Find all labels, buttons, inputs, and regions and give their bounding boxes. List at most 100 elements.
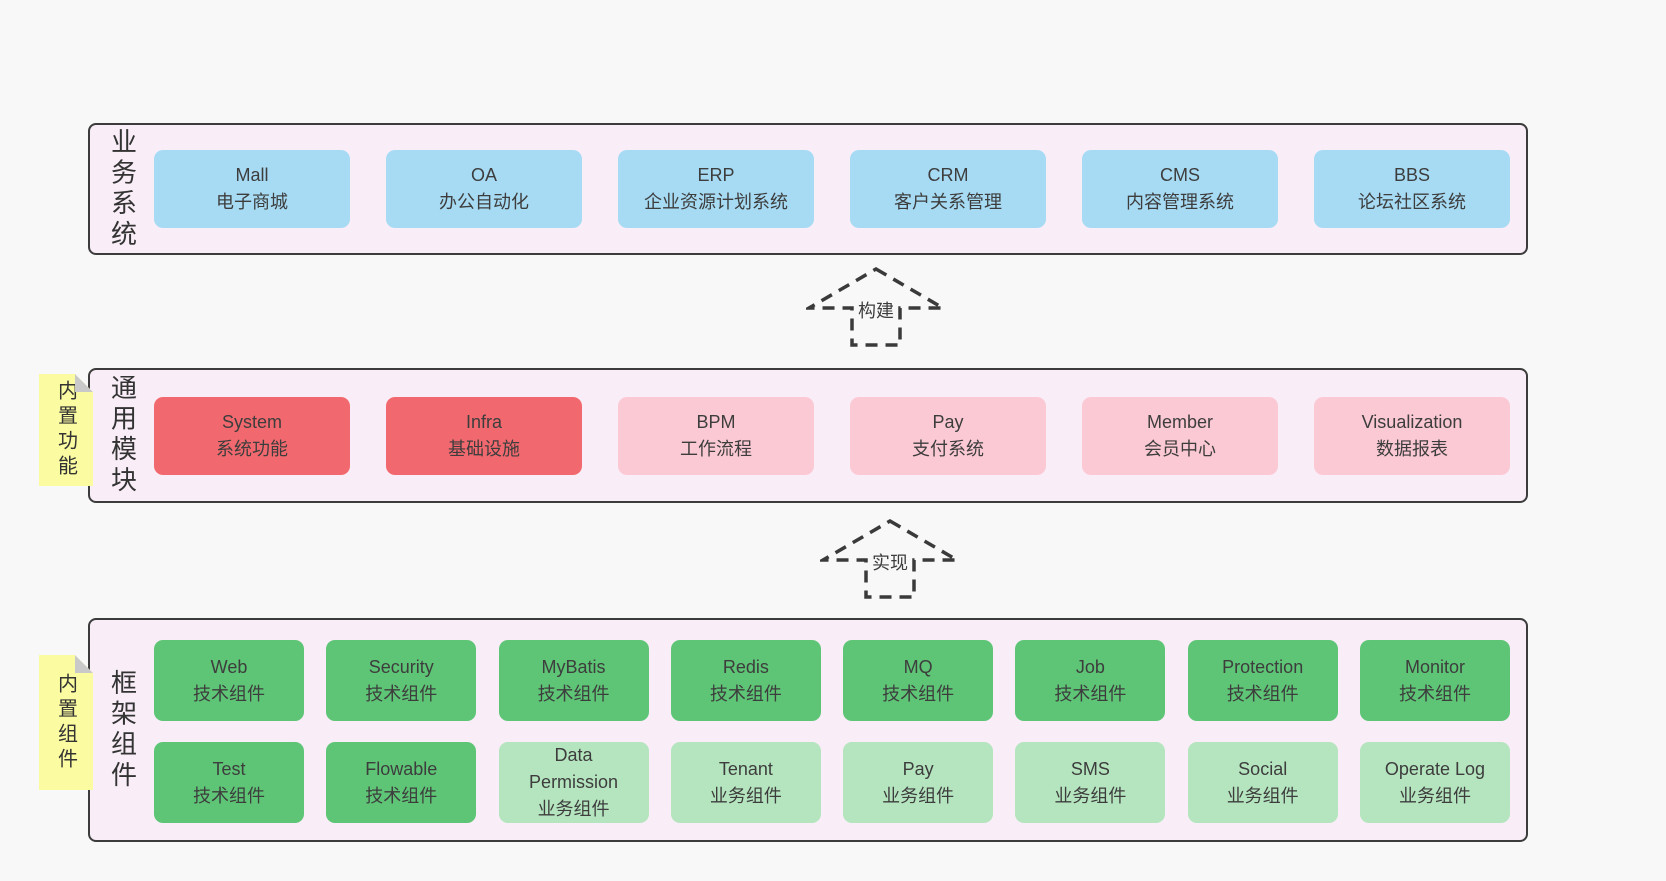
arrow-implement: 实现	[820, 518, 960, 600]
box-security-subtitle: 技术组件	[365, 683, 438, 704]
box-operate-log: Operate Log 业务组件	[1359, 742, 1510, 823]
box-infra: Infra 基础设施	[386, 396, 582, 475]
box-member-title: Member	[1146, 411, 1213, 432]
components-row-2: Test 技术组件 Flowable 技术组件 Data Permission …	[154, 742, 1510, 823]
box-web-subtitle: 技术组件	[193, 683, 265, 704]
box-mall-title: Mall	[235, 165, 269, 185]
box-sms-title: SMS	[1070, 758, 1110, 779]
box-pay-component-title: Pay	[902, 758, 934, 779]
box-mq-title: MQ	[903, 656, 933, 677]
box-monitor-title: Monitor	[1404, 656, 1465, 677]
panel-modules-side-label: 通用模块	[107, 374, 138, 497]
box-pay-module: Pay 支付系统	[850, 396, 1046, 475]
box-mybatis-subtitle: 技术组件	[537, 683, 610, 704]
sticky-built-in-components: 内置组件	[39, 655, 93, 790]
box-social: Social 业务组件	[1187, 742, 1338, 823]
box-system-subtitle: 系统功能	[216, 438, 288, 459]
arrow-build-label: 构建	[854, 296, 898, 324]
box-infra-subtitle: 基础设施	[448, 438, 520, 459]
box-redis-subtitle: 技术组件	[709, 683, 782, 704]
box-cms: CMS 内容管理系统	[1082, 150, 1278, 228]
panel-framework-components: 框架组件 Web 技术组件 Security 技术组件 MyBatis 技术组件…	[88, 618, 1528, 842]
box-visualization-subtitle: 数据报表	[1376, 438, 1448, 459]
box-operate-log-subtitle: 业务组件	[1398, 785, 1471, 806]
box-protection-subtitle: 技术组件	[1226, 683, 1299, 704]
box-crm-title: CRM	[927, 165, 969, 185]
box-flowable-subtitle: 技术组件	[365, 785, 438, 806]
business-boxes-row: Mall 电子商城 OA 办公自动化 ERP 企业资源计划系统 CRM 客户关系…	[154, 125, 1510, 253]
box-visualization-title: Visualization	[1361, 411, 1463, 432]
box-pay-module-subtitle: 支付系统	[912, 438, 984, 459]
box-sms: SMS 业务组件	[1015, 742, 1166, 823]
box-cms-title: CMS	[1160, 165, 1200, 185]
box-oa-title: OA	[470, 165, 497, 185]
arrow-build: 构建	[806, 266, 946, 348]
box-social-subtitle: 业务组件	[1226, 785, 1299, 806]
box-infra-title: Infra	[465, 411, 503, 432]
panel-business-side-label: 业务系统	[107, 127, 138, 251]
box-mybatis-title: MyBatis	[541, 656, 606, 677]
box-pay-module-title: Pay	[932, 411, 964, 432]
box-data-permission-subtitle: 业务组件	[537, 799, 610, 819]
box-mall: Mall 电子商城	[154, 150, 350, 228]
sticky-built-in-features-label: 内置功能	[54, 380, 77, 480]
box-oa: OA 办公自动化	[386, 150, 582, 228]
panel-business-systems: 业务系统 Mall 电子商城 OA 办公自动化 ERP 企业资源计划系统 CRM…	[88, 123, 1528, 255]
box-crm: CRM 客户关系管理	[850, 150, 1046, 228]
box-cms-subtitle: 内容管理系统	[1126, 192, 1234, 212]
sticky-built-in-components-label: 内置组件	[54, 672, 77, 773]
box-member-subtitle: 会员中心	[1144, 438, 1216, 459]
box-visualization: Visualization 数据报表	[1314, 396, 1510, 475]
box-pay-component: Pay 业务组件	[843, 742, 994, 823]
box-operate-log-title: Operate Log	[1384, 758, 1485, 779]
box-bbs: BBS 论坛社区系统	[1314, 150, 1510, 228]
box-tenant: Tenant 业务组件	[670, 742, 821, 823]
box-system: System 系统功能	[154, 396, 350, 475]
panel-components-side-label: 框架组件	[107, 668, 138, 792]
box-protection: Protection 技术组件	[1187, 640, 1338, 721]
box-web: Web 技术组件	[154, 640, 304, 721]
box-member: Member 会员中心	[1082, 396, 1278, 475]
box-test-title: Test	[212, 758, 246, 779]
box-bpm: BPM 工作流程	[618, 396, 814, 475]
box-security: Security 技术组件	[326, 640, 477, 721]
box-job-title: Job	[1075, 656, 1105, 677]
box-web-title: Web	[210, 656, 248, 677]
box-system-title: System	[221, 411, 282, 432]
box-flowable-title: Flowable	[365, 758, 438, 779]
box-oa-subtitle: 办公自动化	[439, 192, 529, 212]
box-social-title: Social	[1238, 758, 1288, 779]
panel-common-modules: 通用模块 System 系统功能 Infra 基础设施 BPM 工作流程 Pay…	[88, 368, 1528, 503]
box-erp-subtitle: 企业资源计划系统	[644, 192, 788, 212]
box-bbs-title: BBS	[1393, 165, 1431, 185]
box-data-permission: Data Permission 业务组件	[498, 742, 649, 823]
box-job-subtitle: 技术组件	[1054, 683, 1127, 704]
box-monitor-subtitle: 技术组件	[1398, 683, 1471, 704]
box-erp: ERP 企业资源计划系统	[618, 150, 814, 228]
components-boxes-grid: Web 技术组件 Security 技术组件 MyBatis 技术组件 Redi…	[154, 640, 1510, 823]
box-tenant-title: Tenant	[718, 758, 773, 779]
sticky-built-in-features: 内置功能	[39, 374, 93, 486]
box-security-title: Security	[368, 656, 434, 677]
box-crm-subtitle: 客户关系管理	[894, 192, 1002, 212]
box-data-permission-title: Data Permission	[529, 745, 619, 792]
box-pay-component-subtitle: 业务组件	[882, 785, 955, 806]
box-monitor: Monitor 技术组件	[1359, 640, 1510, 721]
box-tenant-subtitle: 业务组件	[709, 785, 782, 806]
box-redis: Redis 技术组件	[670, 640, 821, 721]
box-bpm-subtitle: 工作流程	[680, 438, 752, 459]
box-redis-title: Redis	[722, 656, 769, 677]
box-protection-title: Protection	[1222, 656, 1304, 677]
box-mall-subtitle: 电子商城	[216, 192, 288, 212]
components-row-1: Web 技术组件 Security 技术组件 MyBatis 技术组件 Redi…	[154, 640, 1510, 721]
box-erp-title: ERP	[697, 165, 735, 185]
modules-boxes-row: System 系统功能 Infra 基础设施 BPM 工作流程 Pay 支付系统…	[154, 370, 1510, 501]
arrow-implement-label: 实现	[868, 548, 912, 576]
box-test-subtitle: 技术组件	[193, 785, 265, 806]
box-sms-subtitle: 业务组件	[1054, 785, 1127, 806]
box-mq-subtitle: 技术组件	[882, 683, 955, 704]
box-job: Job 技术组件	[1015, 640, 1166, 721]
box-flowable: Flowable 技术组件	[326, 742, 477, 823]
box-bpm-title: BPM	[696, 411, 736, 432]
